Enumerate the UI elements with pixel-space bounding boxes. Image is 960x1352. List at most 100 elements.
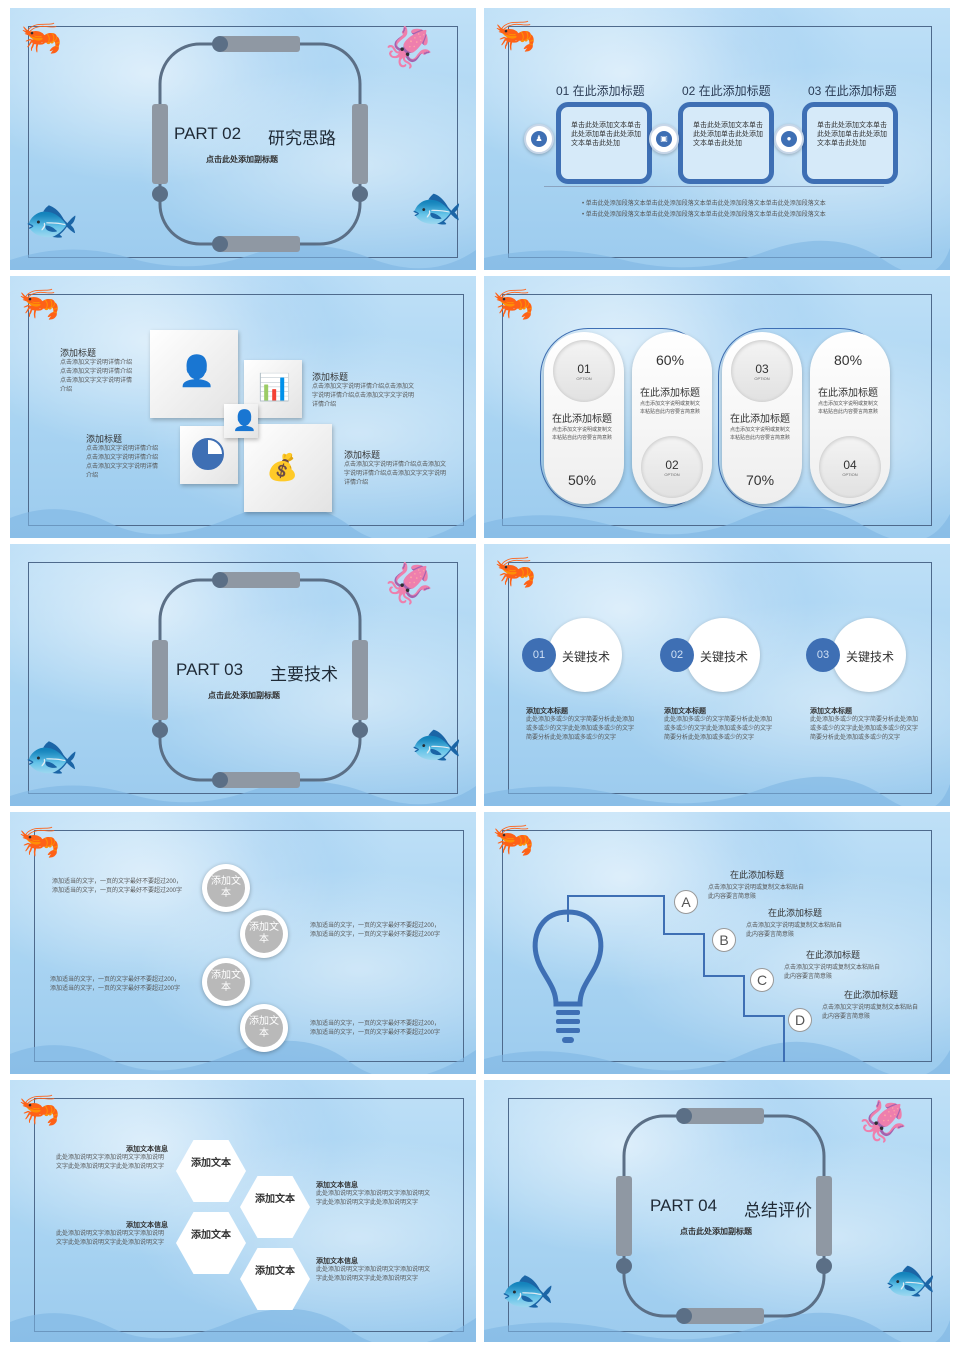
bullet-2: • 单击此处添加段落文本单击此处添加段落文本单击此处添加段落文本单击此处添加段落… [582, 212, 826, 218]
tech-label-1: 关键技术 [562, 650, 611, 664]
fish-icon: 🐟 [884, 1256, 937, 1303]
slide-lightbulb-steps[interactable]: 🦐 A 在此添加标题 点击添加文字说明或复制文本粘贴自此内容要言简意赅 B 在此… [484, 812, 950, 1074]
slide-key-tech[interactable]: 🦐 01 关键技术 02 关键技术 03 关键技术 添加文本标题 此处添加多或少… [484, 544, 950, 806]
slide-four-squares[interactable]: 🦐 👤 📊 💰 👤 添加标题 点击添加文字说明详情介绍点击添加文字说明详情介绍点… [10, 276, 476, 538]
slide-zigzag-circles[interactable]: 🦐 添加文本 添加文本 添加文本 添加文本 添加适当的文字，一页的文字最好不要超… [10, 812, 476, 1074]
fish-icon: 🐟 [410, 720, 463, 767]
bulb-b-icon: B [712, 928, 736, 952]
text-circle-3[interactable]: 添加文本 [202, 958, 250, 1006]
slide-three-cards[interactable]: 🦐 01 在此添加标题 02 在此添加标题 03 在此添加标题 单击此处添加文本… [484, 8, 950, 270]
wave-decoration [484, 505, 950, 538]
pill-text: 点击添加文字说明或复制文本粘贴自此内容要言简意赅 [552, 427, 613, 441]
person-card[interactable]: 👤 [224, 404, 258, 438]
pill-text: 点击添加文字说明或复制文本粘贴自此内容要言简意赅 [730, 427, 791, 441]
info-text: 此处添加说明文字添加说明文字添加说明文字此处添加说明文字此处添加说明文字 [56, 1231, 165, 1246]
shrimp-icon: 🦐 [492, 285, 535, 323]
card-3[interactable]: 单击此处添加文本单击此处添加单击此处添加文本单击此处加 [802, 102, 898, 184]
shrimp-icon: 🦐 [494, 553, 537, 591]
tech-circle-3[interactable] [832, 618, 906, 692]
hex-2[interactable]: 添加文本 [240, 1176, 310, 1238]
card-1[interactable]: 单击此处添加文本单击此处添加单击此处添加文本单击此处加 [556, 102, 652, 184]
wave-decoration [10, 781, 476, 806]
shrimp-icon: 🦐 [18, 823, 61, 861]
info-title: 添加标题 [344, 450, 381, 460]
option-label: OPTION [664, 472, 680, 477]
info-block-2: 添加标题 点击添加文字说明详情介绍点击添加文字说明详情介绍点击添加文字文字说明详… [86, 432, 162, 481]
card-2[interactable]: 单击此处添加文本单击此处添加单击此处添加文本单击此处加 [678, 102, 774, 184]
part-title: 研究思路 [268, 129, 336, 148]
lightbulb-icon [532, 909, 604, 1043]
pill-title: 在此添加标题 [552, 414, 612, 425]
hex-label: 添加文本 [191, 1230, 231, 1241]
card-header-1: 01 在此添加标题 [556, 84, 645, 98]
step-text-d: 点击添加文字说明或复制文本粘贴自此内容要言简意赅 [822, 1005, 919, 1020]
tech-desc-text: 此处添加多或少的文字简要分析此处添加或多或少的文字此处添加或多或少的文字简要分析… [526, 717, 635, 741]
hex-4[interactable]: 添加文本 [240, 1248, 310, 1310]
shrimp-icon: 🦐 [20, 19, 63, 57]
squid-icon: 🦑 [384, 26, 434, 70]
slide-part-04[interactable]: PART 04 总结评价 点击此处添加副标题 🦑 🐟 🐟 [484, 1080, 950, 1342]
info-title: 添加标题 [86, 434, 123, 444]
step-text-a: 点击添加文字说明或复制文本粘贴自此内容要言简意赅 [708, 885, 805, 900]
option-number: 01 [577, 362, 591, 376]
presentation-icon: ▣ [649, 124, 679, 154]
option-number: 04 [843, 458, 857, 472]
pill-01[interactable]: 01 OPTION 在此添加标题 点击添加文字说明或复制文本粘贴自此内容要言简意… [544, 332, 624, 504]
info-block-1: 添加文本信息 此处添加说明文字添加说明文字添加说明文字此处添加说明文字此处添加说… [56, 1144, 168, 1172]
pill-04[interactable]: 80% 在此添加标题 点击添加文字说明或复制文本粘贴自此内容要言简意赅 04 O… [810, 332, 890, 504]
pill-title: 在此添加标题 [640, 388, 700, 399]
squid-icon: 🦑 [858, 1100, 908, 1144]
info-block-2: 添加文本信息 此处添加说明文字添加说明文字添加说明文字此处添加说明文字此处添加说… [56, 1220, 168, 1248]
team-icon: ♟ [524, 124, 554, 154]
circle-desc-2: 添加适当的文字，一页的文字最好不要超过200，添加适当的文字，一页的文字最好不要… [310, 923, 441, 938]
hex-3[interactable]: 添加文本 [176, 1212, 246, 1274]
tech-number-3: 03 [806, 638, 840, 672]
tech-desc-title: 添加文本标题 [664, 708, 706, 715]
card-header-3: 03 在此添加标题 [808, 84, 897, 98]
pill-02[interactable]: 60% 在此添加标题 点击添加文字说明或复制文本粘贴自此内容要言简意赅 02 O… [632, 332, 712, 504]
option-number: 02 [665, 458, 679, 472]
info-block-4: 添加文本信息 此处添加说明文字添加说明文字添加说明文字此处添加说明文字此处添加说… [316, 1256, 432, 1284]
wave-decoration [10, 1308, 476, 1342]
text-circle-2[interactable]: 添加文本 [240, 910, 288, 958]
step-title-a: 在此添加标题 [730, 870, 785, 880]
fish-icon: 🐟 [410, 184, 463, 231]
wave-decoration [484, 776, 950, 806]
money-card[interactable]: 💰 [244, 424, 332, 512]
info-title: 添加文本信息 [316, 1182, 358, 1189]
wave-decoration [484, 1312, 950, 1342]
shrimp-icon: 🦐 [492, 821, 535, 859]
tech-desc-title: 添加文本标题 [526, 708, 568, 715]
slide-four-pills[interactable]: 🦐 01 OPTION 在此添加标题 点击添加文字说明或复制文本粘贴自此内容要言… [484, 276, 950, 538]
text-circle-1[interactable]: 添加文本 [202, 864, 250, 912]
text-circle-4[interactable]: 添加文本 [240, 1004, 288, 1052]
tech-desc-1: 添加文本标题 此处添加多或少的文字简要分析此处添加或多或少的文字此处添加或多或少… [526, 706, 638, 743]
bullet-1: • 单击此处添加段落文本单击此处添加段落文本单击此处添加段落文本单击此处添加段落… [582, 201, 826, 207]
hex-label: 添加文本 [191, 1158, 231, 1169]
tech-circle-2[interactable] [686, 618, 760, 692]
tech-desc-text: 此处添加多或少的文字简要分析此处添加或多或少的文字此处添加或多或少的文字简要分析… [810, 717, 919, 741]
tech-circle-1[interactable] [548, 618, 622, 692]
fish-icon: 🐟 [24, 196, 79, 245]
shrimp-icon: 🦐 [494, 17, 537, 55]
card-text: 单击此处添加文本单击此处添加单击此处添加文本单击此处加 [571, 122, 641, 147]
slide-hexagons[interactable]: 🦐 添加文本 添加文本 添加文本 添加文本 添加文本信息 此处添加说明文字添加说… [10, 1080, 476, 1342]
bullet-text: 单击此处添加段落文本单击此处添加段落文本单击此处添加段落文本单击此处添加段落文本 [585, 201, 826, 207]
wave-decoration [484, 240, 950, 270]
part-title: 总结评价 [744, 1201, 812, 1220]
pill-03[interactable]: 03 OPTION 在此添加标题 点击添加文字说明或复制文本粘贴自此内容要言简意… [722, 332, 802, 504]
option-bubble: 03 OPTION [731, 340, 793, 402]
divider-line [544, 186, 884, 187]
circle-desc-1: 添加适当的文字，一页的文字最好不要超过200，添加适当的文字，一页的文字最好不要… [52, 879, 183, 894]
user-card[interactable]: 👤 [150, 330, 238, 418]
hex-1[interactable]: 添加文本 [176, 1140, 246, 1202]
slide-frame [502, 294, 932, 526]
option-number: 03 [755, 362, 769, 376]
tech-desc-3: 添加文本标题 此处添加多或少的文字简要分析此处添加或多或少的文字此处添加或多或少… [810, 706, 922, 743]
slide-part-02[interactable]: PART 02 研究思路 点击此处添加副标题 🦐 🦑 🐟 🐟 [10, 8, 476, 270]
slide-part-03[interactable]: PART 03 主要技术 点击此处添加副标题 🦑 🐟 🐟 [10, 544, 476, 806]
wave-decoration [484, 1041, 950, 1074]
pill-title: 在此添加标题 [818, 388, 878, 399]
circle-desc-4: 添加适当的文字，一页的文字最好不要超过200，添加适当的文字，一页的文字最好不要… [310, 1021, 441, 1036]
circle-label: 添加文本 [245, 1009, 283, 1047]
